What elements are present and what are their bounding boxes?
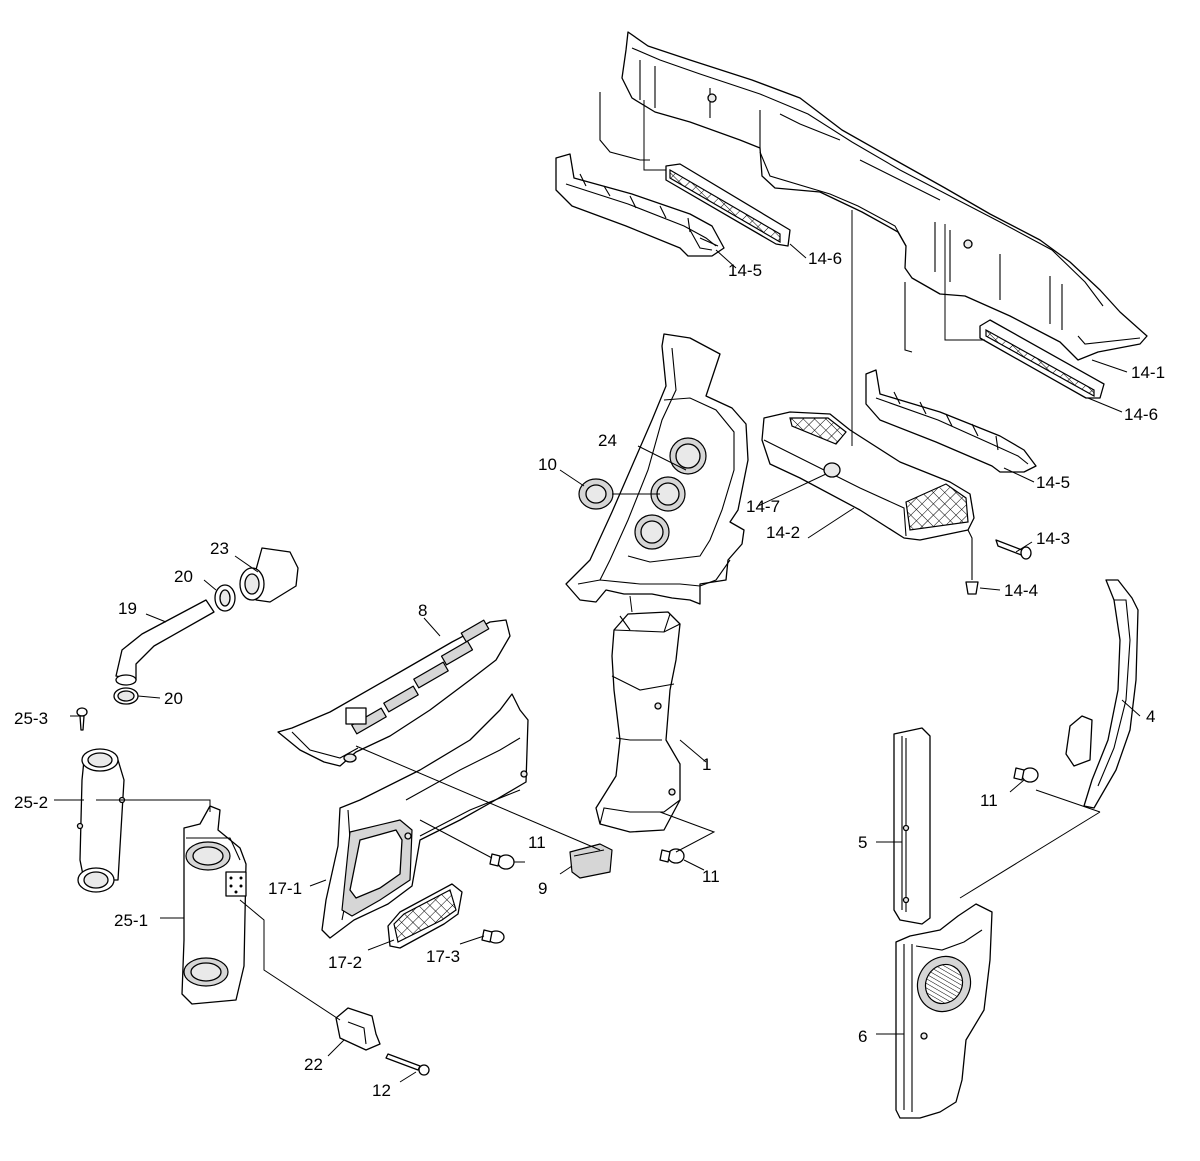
part-20-clamp-top — [214, 584, 236, 612]
callout-14-6-top: 14-6 — [808, 249, 842, 268]
callout-25-3: 25-3 — [14, 709, 48, 728]
part-17-2-mesh-grille — [387, 883, 463, 949]
callout-5: 5 — [858, 833, 867, 852]
part-14-6-mesh-top — [665, 163, 791, 247]
part-6-quarter-trim — [895, 903, 993, 1119]
callout-11-mid: 11 — [528, 833, 546, 852]
part-14-4-clip — [965, 529, 979, 595]
callout-14-6-right: 14-6 — [1124, 405, 1158, 424]
callout-17-1: 17-1 — [268, 879, 302, 898]
callout-20-top: 20 — [174, 567, 193, 586]
part-14-1-main-duct — [599, 31, 1148, 361]
callout-12: 12 — [372, 1081, 391, 1100]
callout-8: 8 — [418, 601, 427, 620]
callout-9: 9 — [538, 879, 547, 898]
callout-4: 4 — [1146, 707, 1155, 726]
callout-24: 24 — [598, 431, 617, 450]
part-1-vertical-duct — [595, 611, 681, 833]
part-25-2-tube — [76, 748, 126, 893]
part-11-bolt-center — [659, 848, 685, 864]
callout-11-center: 11 — [702, 867, 720, 886]
part-19-hose — [115, 599, 215, 686]
callout-1: 1 — [702, 755, 711, 774]
part-17-3-bolt — [481, 929, 505, 944]
callout-25-1: 25-1 — [114, 911, 148, 930]
part-11-bolt-mid — [489, 853, 515, 870]
callout-25-2: 25-2 — [14, 793, 48, 812]
callout-20-bottom: 20 — [164, 689, 183, 708]
callout-23: 23 — [210, 539, 229, 558]
part-20-clamp-bottom — [113, 687, 139, 705]
callout-17-2: 17-2 — [328, 953, 362, 972]
part-14-5-bracket-top — [555, 153, 725, 257]
part-14-3-screw — [995, 539, 1032, 560]
callout-14-2: 14-2 — [766, 523, 800, 542]
callout-14-5-right: 14-5 — [1036, 473, 1070, 492]
part-4-curved-trim — [1065, 579, 1139, 809]
callout-14-4: 14-4 — [1004, 581, 1038, 600]
part-24-pillar-trim — [565, 333, 749, 605]
callout-19: 19 — [118, 599, 137, 618]
part-14-6-mesh-right — [979, 319, 1105, 399]
part-17-1-side-trim-lower — [321, 693, 529, 939]
callout-11-right: 11 — [980, 791, 998, 810]
callout-17-3: 17-3 — [426, 947, 460, 966]
leader-lines — [54, 100, 1141, 1083]
part-23-duct-adapter — [239, 547, 299, 603]
part-9-cap — [569, 843, 613, 879]
callout-14-3: 14-3 — [1036, 529, 1070, 548]
part-10-vent-ring — [578, 478, 614, 510]
callout-labels: 14-1 14-6 14-5 14-7 14-2 14-3 14-4 14-6 … — [14, 249, 1165, 1100]
callout-14-7: 14-7 — [746, 497, 780, 516]
part-22-bracket — [335, 1007, 381, 1051]
callout-14-1: 14-1 — [1131, 363, 1165, 382]
part-11-bolt-right — [1013, 767, 1039, 783]
part-14-2-duct-tray — [761, 411, 975, 541]
callout-6: 6 — [858, 1027, 867, 1046]
callout-14-5-top: 14-5 — [728, 261, 762, 280]
callout-22: 22 — [304, 1055, 323, 1074]
part-8-side-trim-upper — [277, 619, 511, 767]
part-14-5-bracket-right — [865, 369, 1037, 473]
part-25-3-screw — [76, 707, 88, 731]
part-25-1-duct-housing — [181, 805, 247, 1005]
part-12-screw — [385, 1053, 430, 1076]
callout-10: 10 — [538, 455, 557, 474]
part-5-vertical-strip — [893, 727, 931, 925]
